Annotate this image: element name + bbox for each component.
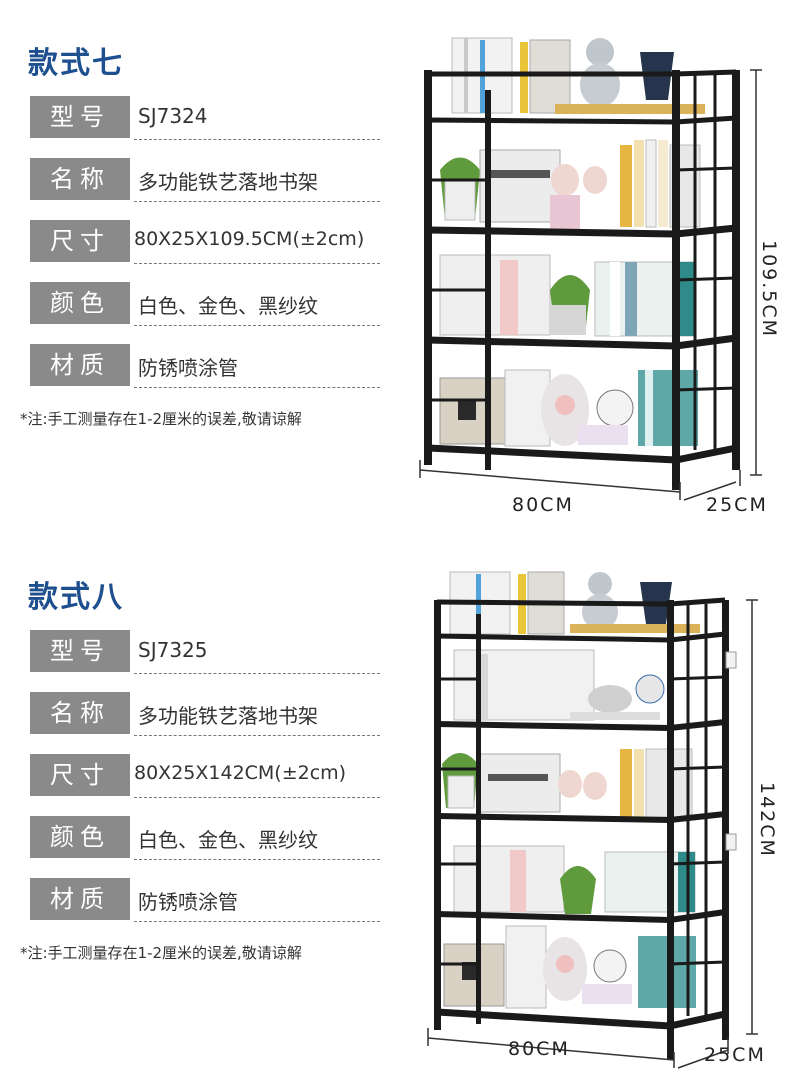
spec-value: 防锈喷涂管: [138, 890, 238, 914]
bookshelf-4-tier-image: [419, 37, 762, 501]
product-section-1: 款式七 型号 SJ7324 名称 多功能铁艺落地书架 尺寸 80X25X109.…: [0, 0, 790, 540]
spec-label: 颜色: [30, 282, 130, 324]
spec-label: 颜色: [30, 816, 130, 858]
shelf-frame: [434, 597, 737, 1060]
spec-row-name: 名称 多功能铁艺落地书架: [30, 692, 380, 736]
spec-value: 80X25X142CM(±2cm): [134, 762, 347, 784]
spec-value: 防锈喷涂管: [138, 356, 238, 380]
dashed-divider: [134, 921, 380, 922]
spec-label: 材质: [30, 344, 130, 386]
shelf-frame: [424, 69, 740, 490]
bookshelf-5-tier-image: [427, 571, 758, 1069]
spec-row-name: 名称 多功能铁艺落地书架: [30, 158, 380, 202]
spec-value: 多功能铁艺落地书架: [138, 170, 318, 194]
dashed-divider: [134, 735, 380, 736]
depth-dimension-label: 25CM: [706, 494, 768, 516]
depth-dimension-label: 25CM: [704, 1044, 766, 1066]
spec-row-material: 材质 防锈喷涂管: [30, 344, 380, 388]
spec-row-color: 颜色 白色、金色、黑纱纹: [30, 282, 380, 326]
dashed-divider: [134, 139, 380, 140]
height-dimension-label: 142CM: [756, 782, 778, 858]
spec-label: 名称: [30, 692, 130, 734]
width-dimension-label: 80CM: [508, 1038, 570, 1060]
height-dimension-label: 109.5CM: [758, 240, 780, 339]
spec-value: 80X25X109.5CM(±2cm): [134, 228, 365, 250]
spec-label: 型号: [30, 96, 130, 138]
spec-value: SJ7325: [138, 638, 208, 662]
spec-row-color: 颜色 白色、金色、黑纱纹: [30, 816, 380, 860]
dimension-lines: [419, 69, 762, 501]
dashed-divider: [134, 263, 380, 264]
spec-row-material: 材质 防锈喷涂管: [30, 878, 380, 922]
dashed-divider: [134, 859, 380, 860]
spec-value: 白色、金色、黑纱纹: [138, 828, 318, 852]
measurement-note: *注:手工测量存在1-2厘米的误差,敬请谅解: [20, 410, 302, 428]
spec-label: 材质: [30, 878, 130, 920]
spec-row-model: 型号 SJ7324: [30, 96, 380, 140]
section-title: 款式七: [28, 46, 124, 81]
dashed-divider: [134, 325, 380, 326]
section-title: 款式八: [28, 580, 124, 615]
dimension-lines: [427, 599, 758, 1069]
spec-value: 多功能铁艺落地书架: [138, 704, 318, 728]
dashed-divider: [134, 797, 380, 798]
spec-label: 型号: [30, 630, 130, 672]
spec-value: 白色、金色、黑纱纹: [138, 294, 318, 318]
spec-label: 尺寸: [30, 220, 130, 262]
measurement-note: *注:手工测量存在1-2厘米的误差,敬请谅解: [20, 944, 302, 962]
dashed-divider: [134, 201, 380, 202]
spec-row-model: 型号 SJ7325: [30, 630, 380, 674]
width-dimension-label: 80CM: [512, 494, 574, 516]
spec-label: 尺寸: [30, 754, 130, 796]
dashed-divider: [134, 387, 380, 388]
dashed-divider: [134, 673, 380, 674]
spec-row-size: 尺寸 80X25X109.5CM(±2cm): [30, 220, 380, 264]
product-section-2: 款式八 型号 SJ7325 名称 多功能铁艺落地书架 尺寸 80X25X142C…: [0, 534, 790, 1074]
spec-label: 名称: [30, 158, 130, 200]
spec-row-size: 尺寸 80X25X142CM(±2cm): [30, 754, 380, 798]
books-decor: [439, 37, 705, 447]
spec-value: SJ7324: [138, 104, 208, 128]
